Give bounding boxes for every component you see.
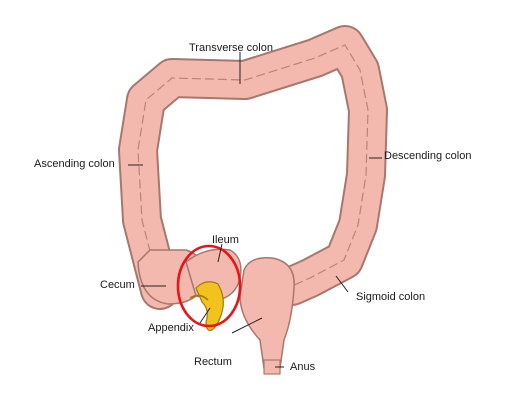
- label-cecum: Cecum: [100, 279, 135, 291]
- label-transverse-colon: Transverse colon: [189, 42, 273, 54]
- leader-rectum: [231, 317, 263, 334]
- leader-sigmoid: [335, 275, 349, 293]
- colon-tube: [118, 25, 388, 310]
- label-appendix: Appendix: [148, 322, 194, 334]
- rectum-shape: [239, 257, 295, 369]
- leader-ileum: [217, 243, 223, 263]
- label-ascending-colon: Ascending colon: [34, 158, 115, 170]
- highlight-circle: [176, 244, 242, 328]
- label-sigmoid-colon: Sigmoid colon: [356, 291, 426, 303]
- leader-appendix: [199, 307, 211, 324]
- appendix-fold: [189, 294, 209, 301]
- label-descending-colon: Descending colon: [384, 150, 472, 162]
- label-ileum: Ileum: [212, 234, 239, 246]
- label-anus: Anus: [290, 361, 316, 373]
- label-rectum: Rectum: [194, 356, 232, 368]
